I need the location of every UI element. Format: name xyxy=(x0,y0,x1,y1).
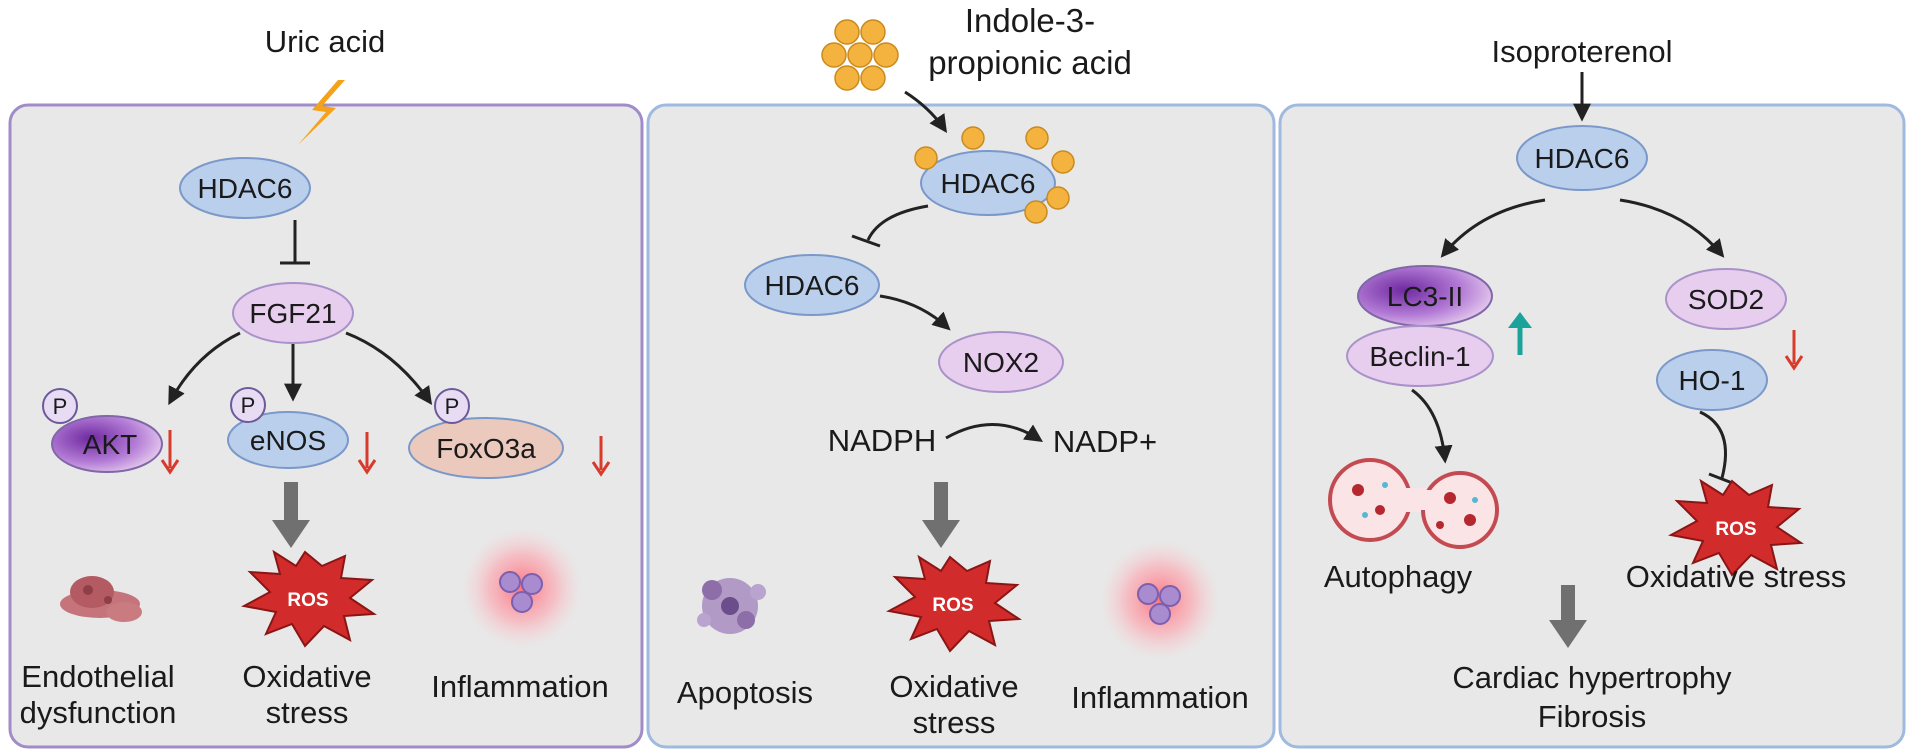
enos-phospho-badge xyxy=(230,387,266,423)
panel3-background xyxy=(1278,103,1906,749)
ho1-label: HO-1 xyxy=(1679,365,1746,396)
foxo3a-phospho-label: P xyxy=(445,394,460,419)
hdac6-label: HDAC6 xyxy=(765,270,860,301)
outcome-oxidative-line1: Oxidative xyxy=(242,659,371,694)
foxo3a-node xyxy=(408,417,564,479)
inflammation-icon xyxy=(1100,540,1220,660)
enos-phospho-label: P xyxy=(241,393,256,418)
final-outcome-line1: Cardiac hypertrophy xyxy=(1452,660,1732,695)
outcome-endothelial-line1: Endothelial xyxy=(21,659,174,694)
arrow-hdac6-sod2 xyxy=(1619,198,1725,258)
hdac6-node xyxy=(1516,125,1648,191)
enos-label: eNOS xyxy=(250,425,326,456)
ho1-node xyxy=(1656,349,1768,411)
enos-down-arrowhead xyxy=(357,459,377,475)
thick-arrow-head xyxy=(922,520,960,548)
ros-burst-icon xyxy=(1668,478,1805,577)
arrow-fgf21-akt xyxy=(168,331,241,406)
outcome-apoptosis: Apoptosis xyxy=(677,675,813,710)
nox2-label: NOX2 xyxy=(963,347,1039,378)
nadph-label: NADPH xyxy=(828,423,937,458)
ros-burst-icon xyxy=(886,554,1023,653)
apoptosis-icon xyxy=(697,578,766,634)
ros-label: ROS xyxy=(287,590,328,611)
outcome-endothelial-line2: dysfunction xyxy=(20,695,177,730)
ros-label: ROS xyxy=(932,595,973,616)
akt-label: AKT xyxy=(83,429,137,460)
enos-node xyxy=(227,411,349,469)
ros-burst-icon xyxy=(241,549,378,648)
arrow-beclin-autophagy xyxy=(1411,388,1453,464)
foxo3a-phospho-badge xyxy=(434,388,470,424)
thick-arrow-head xyxy=(1549,620,1587,648)
outcome-oxidative-line1: Oxidative xyxy=(889,669,1018,704)
autophagy-up-arrowhead xyxy=(1508,312,1532,328)
thick-arrow-shaft xyxy=(284,482,298,524)
inflammation-icon xyxy=(462,528,582,648)
autophagosome-icon xyxy=(1328,458,1499,549)
oxidative-stress-label: Oxidative stress xyxy=(1626,559,1847,594)
outcome-inflammation: Inflammation xyxy=(1071,680,1248,715)
hdac6-label: HDAC6 xyxy=(198,173,293,204)
beclin-node xyxy=(1346,325,1494,387)
akt-phospho-badge xyxy=(42,388,78,424)
outcome-inflammation: Inflammation xyxy=(431,669,608,704)
panel-uric-acid: Uric acid HDAC6 FGF21 AKT P eNOS P FoxO3… xyxy=(8,24,644,749)
ipa-label-line2: propionic acid xyxy=(928,44,1132,81)
lc3-label: LC3-II xyxy=(1387,281,1463,312)
ros-label: ROS xyxy=(1715,519,1756,540)
final-outcome-line2: Fibrosis xyxy=(1538,699,1647,734)
sod2-node xyxy=(1665,268,1787,330)
foxo3a-down-arrowhead xyxy=(591,461,611,477)
antioxidant-down-arrowhead xyxy=(1784,355,1804,371)
arrow-hdac6-lc3 xyxy=(1440,198,1546,258)
hdac6-node xyxy=(744,254,880,316)
sod2-label: SOD2 xyxy=(1688,284,1764,315)
bound-molecules-icon xyxy=(914,126,1075,224)
isoproterenol-label: Isoproterenol xyxy=(1492,34,1673,69)
outcome-oxidative-line2: stress xyxy=(913,705,996,740)
thick-arrow-shaft xyxy=(1561,585,1575,625)
arrow-ipa-hdac6 xyxy=(904,90,948,133)
arrow-fgf21-foxo3a xyxy=(345,331,433,405)
inhibition-curve xyxy=(866,204,929,241)
inhibition-ho1-ros xyxy=(1699,410,1727,479)
hdac6-label: HDAC6 xyxy=(1535,143,1630,174)
akt-node xyxy=(51,415,163,473)
fgf21-node xyxy=(232,282,354,344)
panel-isoproterenol: Isoproterenol HDAC6 LC3-II Beclin-1 SOD2… xyxy=(1278,34,1906,749)
outcome-oxidative-line2: stress xyxy=(266,695,349,730)
hdac6-bound-label: HDAC6 xyxy=(941,168,1036,199)
autophagy-label: Autophagy xyxy=(1324,559,1473,594)
beclin-label: Beclin-1 xyxy=(1369,341,1470,372)
ipa-molecules-icon xyxy=(821,19,899,91)
nadp-label: NADP+ xyxy=(1053,424,1157,459)
endothelial-cell-icon xyxy=(60,576,142,622)
uric-acid-label: Uric acid xyxy=(265,24,386,59)
hdac6-bound-node xyxy=(920,150,1056,216)
akt-down-arrowhead xyxy=(160,459,180,475)
arrow-hdac6-nox2 xyxy=(879,294,951,331)
foxo3a-label: FoxO3a xyxy=(436,433,536,464)
nox2-node xyxy=(938,331,1064,393)
arrow-nadph-nadp xyxy=(945,423,1043,442)
akt-phospho-label: P xyxy=(53,394,68,419)
inhibition-curve-bar xyxy=(851,234,881,248)
hdac6-node xyxy=(179,157,311,219)
ipa-label-line1: Indole-3- xyxy=(965,2,1095,39)
thick-arrow-shaft xyxy=(934,482,948,524)
fgf21-label: FGF21 xyxy=(249,298,336,329)
thick-arrow-head xyxy=(272,520,310,548)
panel-indole-propionic-acid: Indole-3- propionic acid HDAC6 HDAC6 NOX… xyxy=(646,2,1276,749)
